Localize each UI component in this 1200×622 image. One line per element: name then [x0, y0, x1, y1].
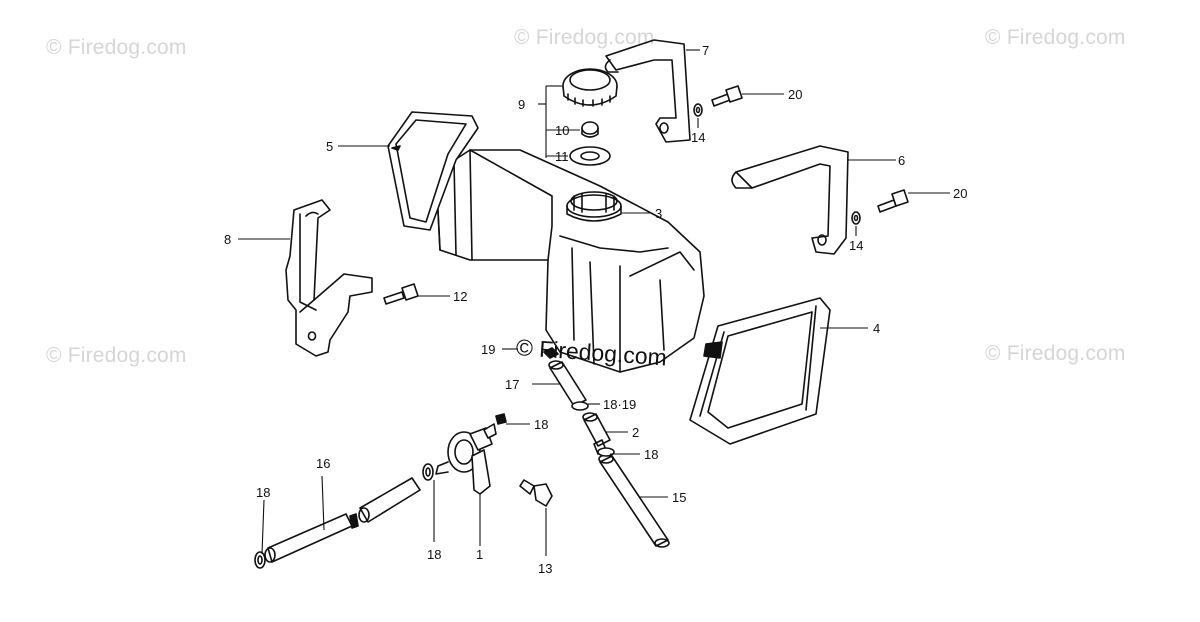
- callout-17: 17: [505, 377, 519, 392]
- clip-18-tube16-left: [254, 551, 266, 569]
- callout-6: 6: [898, 153, 905, 168]
- callout-5: 5: [326, 139, 333, 154]
- bolt-20-lower: [877, 189, 909, 213]
- watermark-mid-right: © Firedog.com: [985, 342, 1126, 365]
- callout-15: 15: [672, 490, 686, 505]
- callout-7: 7: [702, 43, 709, 58]
- callout-18-cock: 18: [534, 417, 548, 432]
- fuel-cap: [562, 68, 618, 107]
- callout-2: 2: [632, 425, 639, 440]
- watermark-top-center: © Firedog.com: [514, 26, 655, 49]
- callout-16: 16: [316, 456, 330, 471]
- callout-9: 9: [518, 97, 525, 112]
- bolt-13: [519, 479, 553, 507]
- fuel-tube-17: [548, 360, 587, 407]
- mounting-strap-upper: [604, 39, 691, 143]
- callout-4: 4: [873, 321, 880, 336]
- cap-seal: [581, 121, 599, 138]
- callout-14-lower: 14: [849, 238, 863, 253]
- mounting-strap-lower: [731, 145, 849, 255]
- washer-14-lower: [851, 211, 861, 225]
- callout-12: 12: [453, 289, 467, 304]
- callout-3: 3: [655, 206, 662, 221]
- callout-20-lower: 20: [953, 186, 967, 201]
- cap-gasket: [569, 146, 611, 166]
- callout-10: 10: [555, 123, 569, 138]
- callout-11: 11: [555, 149, 569, 164]
- fuel-tube-16: [264, 477, 421, 563]
- clip-18-tube15: [597, 447, 615, 457]
- tank-bracket: [285, 199, 373, 357]
- callout-14-upper: 14: [691, 130, 705, 145]
- clip-19: [543, 347, 559, 359]
- callout-20-upper: 20: [788, 87, 802, 102]
- clip-18-tube16-right: [422, 463, 434, 481]
- callout-18-tube16-left: 18: [256, 485, 270, 500]
- watermark-top-right: © Firedog.com: [985, 26, 1126, 49]
- callout-13: 13: [538, 561, 552, 576]
- clip-18-cock: [495, 413, 507, 425]
- watermark-mid-left: © Firedog.com: [46, 344, 187, 367]
- fuel-tube-15: [598, 454, 670, 548]
- leader-lines: [238, 49, 950, 556]
- bolt-20-upper: [711, 85, 743, 107]
- fuel-tank: [435, 149, 705, 373]
- callout-18-tube16-right: 18: [427, 547, 441, 562]
- callout-18-tube15: 18: [644, 447, 658, 462]
- bolt-12: [383, 283, 419, 305]
- callout-19: 19: [481, 342, 495, 357]
- callout-1: 1: [476, 547, 483, 562]
- watermark-top-left: © Firedog.com: [46, 36, 187, 59]
- fuel-cock: [435, 423, 497, 495]
- callout-labels: 5 8 9 10 11 7 20 14 6 20 14 3 4 12 19 17…: [224, 43, 967, 576]
- rubber-cushion-left: [387, 111, 479, 231]
- washer-14-upper: [693, 103, 703, 117]
- callout-8: 8: [224, 232, 231, 247]
- rubber-cushion-right: [689, 297, 831, 445]
- clip-18-19: [571, 401, 589, 411]
- callout-18-19: 18·19: [603, 397, 636, 412]
